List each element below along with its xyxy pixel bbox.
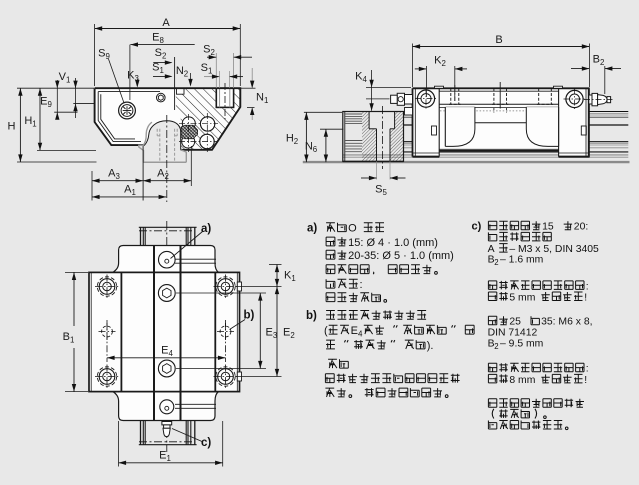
svg-text:A2: A2 — [157, 168, 169, 182]
svg-text:a): a) — [201, 223, 211, 235]
svg-text:15: 15 — [542, 222, 554, 233]
svg-text:(: ( — [324, 325, 328, 337]
svg-text:!: ! — [584, 292, 587, 303]
svg-text::: : — [586, 364, 589, 375]
svg-text::: : — [586, 281, 589, 292]
svg-text:B: B — [488, 255, 495, 266]
svg-text:20:: 20: — [574, 222, 588, 233]
svg-text:– 9.5 mm: – 9.5 mm — [500, 339, 543, 350]
svg-text:V1: V1 — [59, 71, 71, 85]
svg-text:B2: B2 — [593, 54, 605, 68]
svg-text:– M3 x 5, DIN 3405: – M3 x 5, DIN 3405 — [509, 244, 599, 255]
svg-text:E2: E2 — [283, 327, 295, 341]
svg-text:20-35: Ø 5 · 1.0 (mm): 20-35: Ø 5 · 1.0 (mm) — [348, 250, 454, 262]
svg-text:4: 4 — [358, 330, 363, 339]
svg-text:).: ). — [427, 340, 434, 352]
svg-text:15: Ø 4 · 1.0 (mm): 15: Ø 4 · 1.0 (mm) — [348, 237, 438, 249]
svg-text:2: 2 — [494, 342, 498, 351]
svg-text:S1: S1 — [201, 62, 213, 76]
svg-text:2: 2 — [494, 258, 498, 267]
svg-text:S2: S2 — [203, 43, 215, 57]
svg-text:– 1.6 mm: – 1.6 mm — [500, 255, 543, 266]
svg-text:A1: A1 — [124, 184, 136, 198]
svg-text:DIN 71412: DIN 71412 — [488, 327, 538, 338]
svg-text:c): c) — [472, 221, 482, 233]
svg-text:25: 25 — [509, 317, 521, 328]
svg-text:A: A — [162, 17, 170, 29]
svg-text:B: B — [495, 34, 502, 46]
svg-text:B1: B1 — [63, 331, 75, 345]
svg-text:B: B — [488, 339, 495, 350]
svg-text:E1: E1 — [159, 450, 171, 464]
svg-text:S1: S1 — [152, 62, 164, 76]
svg-text:K1: K1 — [284, 270, 296, 284]
svg-text::: : — [360, 279, 363, 291]
svg-text:K2: K2 — [434, 54, 446, 68]
svg-text:!: ! — [584, 375, 587, 386]
svg-text:b): b) — [244, 310, 255, 322]
svg-text:8 mm: 8 mm — [509, 375, 535, 386]
svg-text:c): c) — [201, 437, 211, 449]
svg-text:A: A — [488, 244, 495, 255]
svg-text:a): a) — [307, 223, 317, 235]
svg-text:H: H — [8, 121, 16, 133]
svg-text:35: M6 x 8,: 35: M6 x 8, — [541, 317, 592, 328]
svg-text:S2: S2 — [155, 47, 167, 61]
svg-text:O: O — [348, 223, 357, 235]
svg-text:b): b) — [306, 310, 317, 322]
svg-text:E: E — [351, 325, 358, 337]
svg-text:5 mm: 5 mm — [509, 292, 535, 303]
